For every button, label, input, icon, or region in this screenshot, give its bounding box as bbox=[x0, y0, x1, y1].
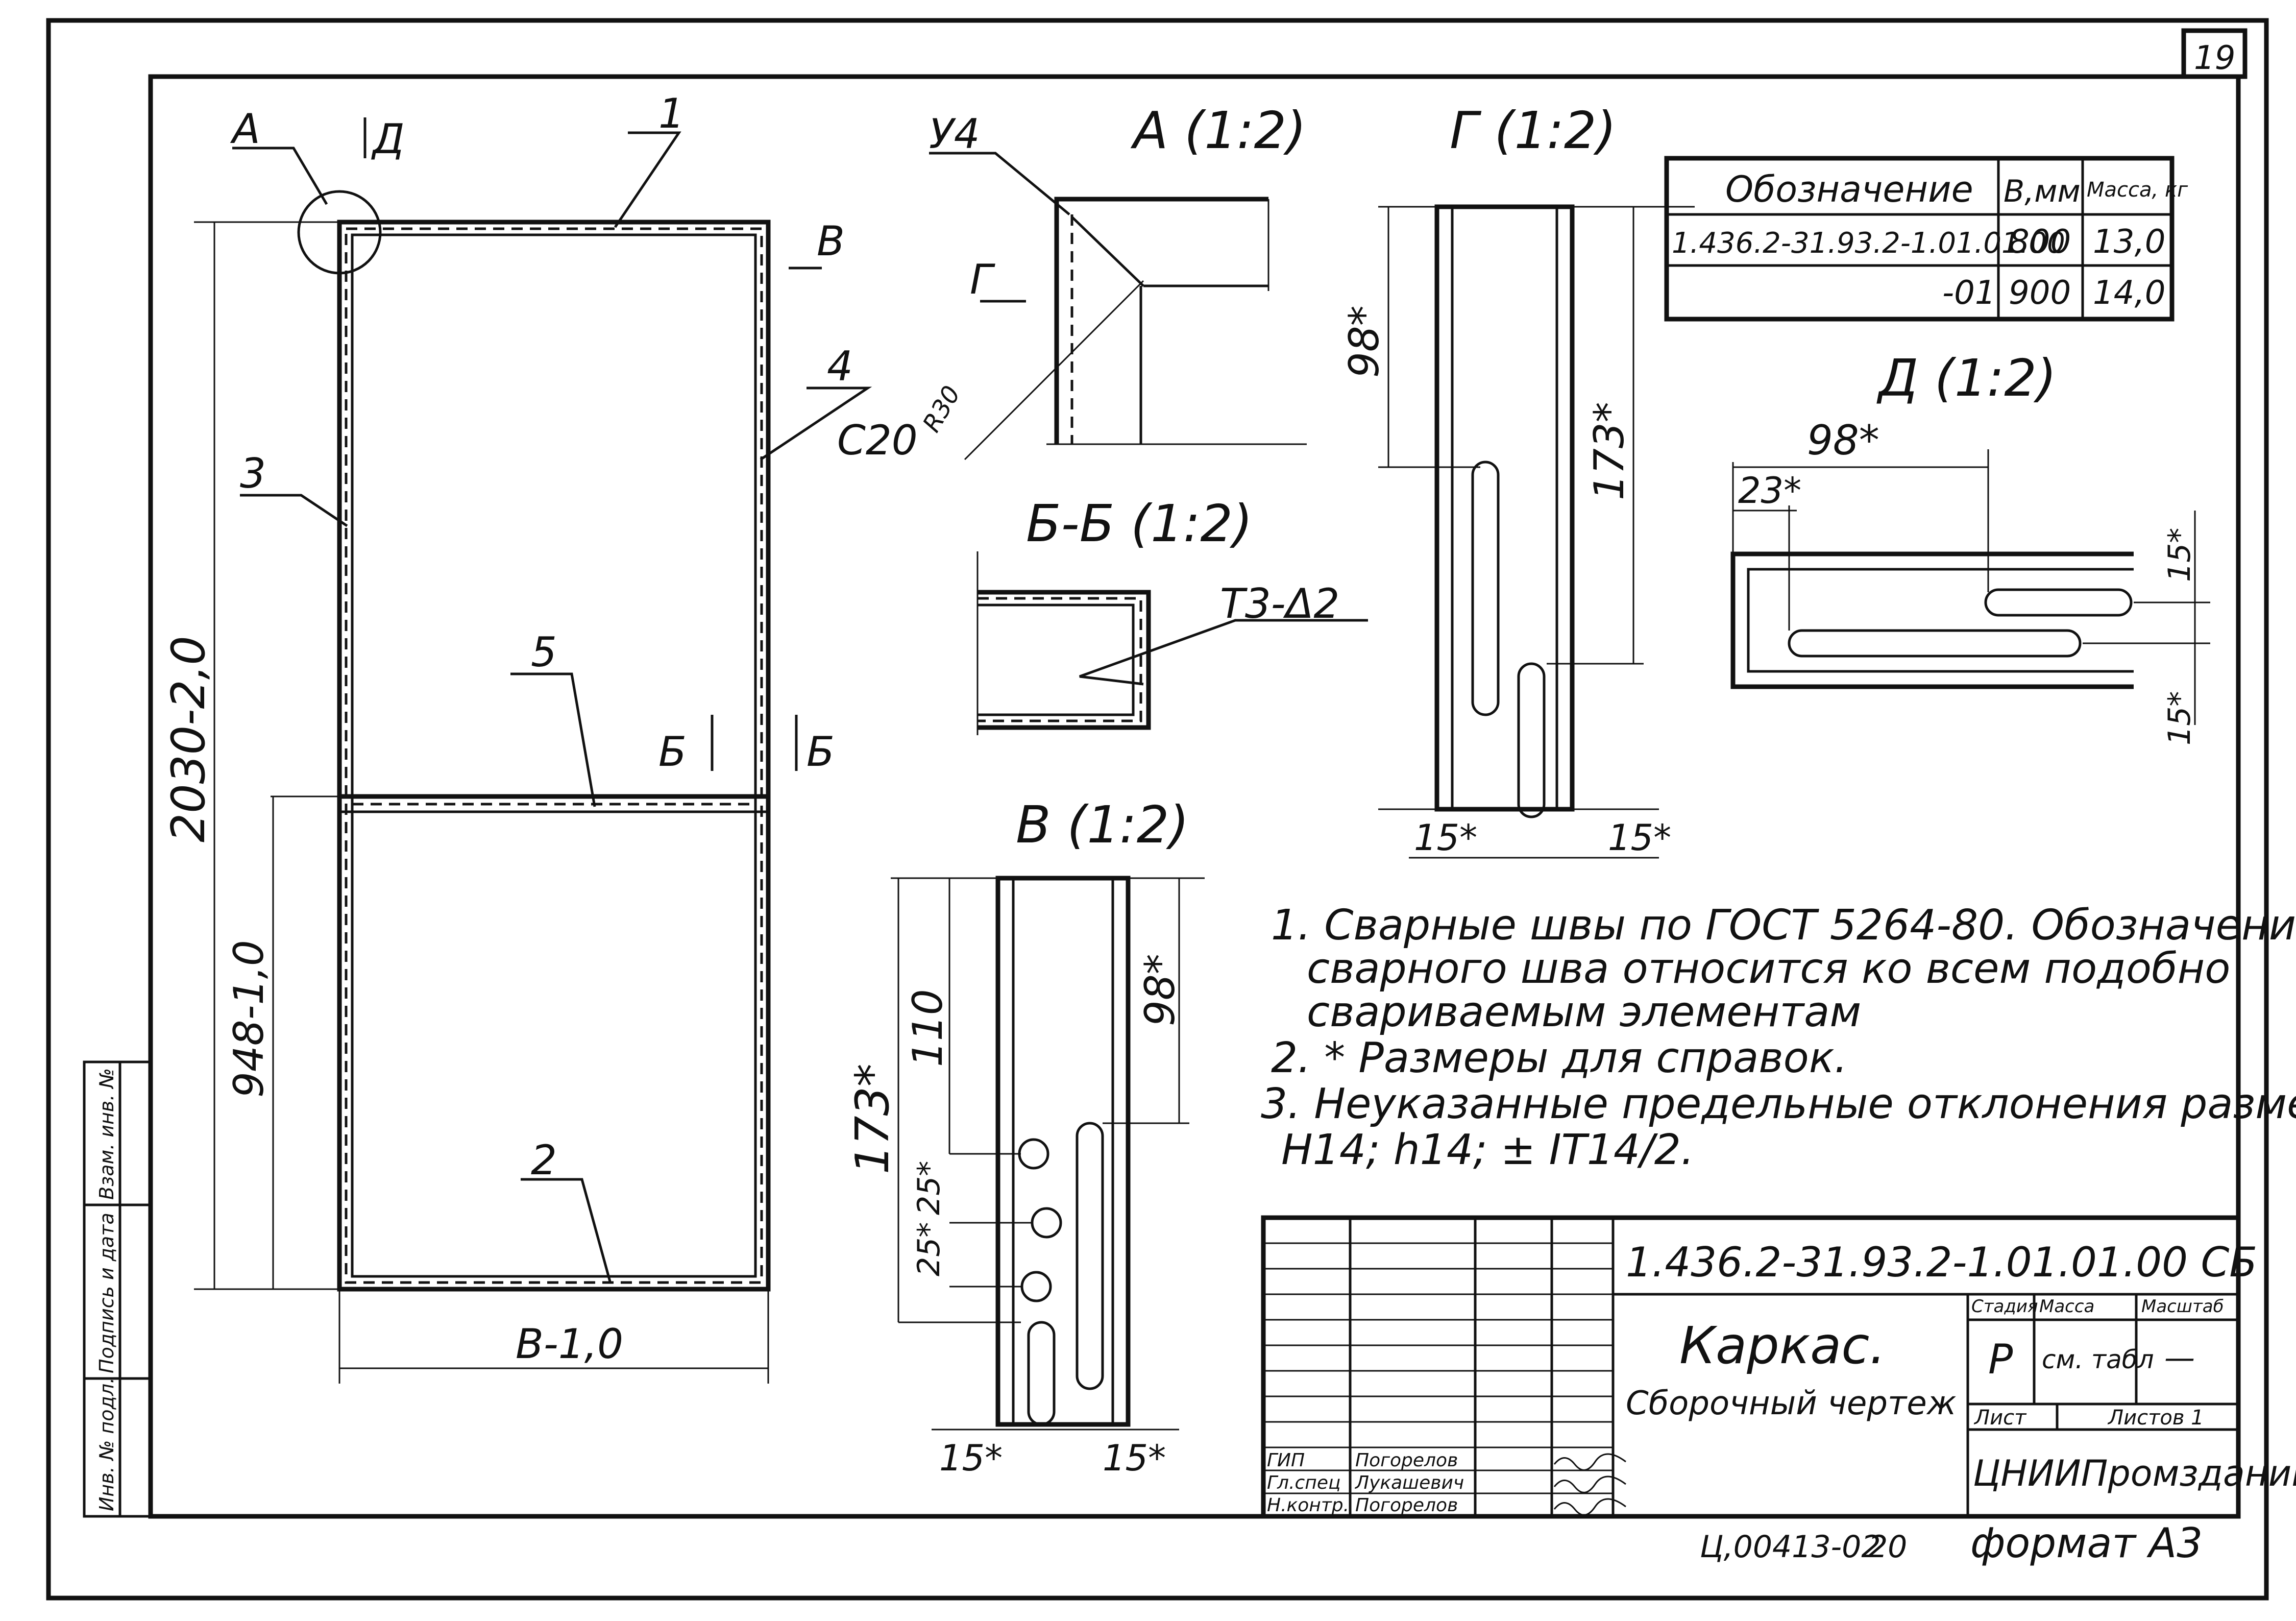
tb-name: Каркас. bbox=[1679, 1316, 1886, 1375]
dim-height: 2030-2,0 bbox=[162, 636, 215, 842]
view-a bbox=[929, 152, 1307, 461]
stamp-inv-label: Инв. № подл. bbox=[95, 1377, 118, 1511]
tb-mass: см. табл bbox=[2042, 1345, 2154, 1374]
leader-1: 1 bbox=[658, 90, 685, 137]
footer-number: 20 bbox=[1868, 1529, 1907, 1565]
tb-scale-label: Масштаб bbox=[2141, 1296, 2224, 1317]
view-v-dim-25a: 25* bbox=[911, 1222, 947, 1276]
tb-doc-type: Сборочный чертеж bbox=[1626, 1385, 1957, 1422]
page-number: 19 bbox=[2194, 39, 2235, 77]
view-v bbox=[891, 876, 1205, 1431]
weld-y4: У4 bbox=[929, 110, 980, 158]
view-d-dim-15-bottom: 15* bbox=[2162, 691, 2197, 745]
stamp-replace-label: Взам. инв. № bbox=[95, 1068, 118, 1200]
main-frame-view bbox=[194, 117, 872, 1384]
tb-name-3: Погорелов bbox=[1355, 1495, 1458, 1516]
dim-mid: 948-1,0 bbox=[225, 940, 273, 1098]
view-g bbox=[1378, 204, 1695, 859]
section-bb bbox=[976, 551, 1368, 735]
spec-row1-designation: 1.436.2-31.93.2-1.01.01.00 bbox=[1672, 227, 2065, 260]
view-d-title: Д (1:2) bbox=[1876, 348, 2057, 408]
callout-b-right: Б bbox=[807, 728, 835, 776]
leader-4: 4 bbox=[827, 343, 853, 390]
radius-r30: R30 bbox=[917, 381, 966, 437]
leader-5: 5 bbox=[531, 628, 557, 676]
left-stamp bbox=[83, 1060, 152, 1518]
view-g-dim-98: 98* bbox=[1340, 305, 1388, 378]
footer-format: формат А3 bbox=[1970, 1519, 2203, 1567]
tb-sheets-label: Листов 1 bbox=[2107, 1406, 2204, 1430]
tb-scale: — bbox=[2164, 1340, 2195, 1376]
callout-a: А bbox=[230, 105, 260, 153]
tb-org: ЦНИИПромзданий bbox=[1973, 1453, 2296, 1494]
tb-role-1: ГИП bbox=[1267, 1450, 1305, 1471]
sheet-frame bbox=[46, 18, 2269, 1601]
view-v-dim-98: 98* bbox=[1136, 954, 1184, 1026]
leader-3: 3 bbox=[240, 450, 266, 497]
note-line-5: 3. Неуказанные предельные отклонения раз… bbox=[1261, 1080, 2296, 1128]
leader-2: 2 bbox=[531, 1136, 557, 1184]
tb-sheet-label: Лист bbox=[1973, 1406, 2027, 1430]
section-bb-title: Б-Б (1:2) bbox=[1026, 494, 1253, 553]
spec-header-b: В,мм bbox=[2004, 174, 2081, 209]
note-line-4: 2. * Размеры для справок. bbox=[1271, 1034, 1847, 1082]
note-line-2: сварного шва относится ко всем подобно bbox=[1307, 945, 2230, 993]
view-v-dim-25b: 25* bbox=[911, 1161, 947, 1215]
view-d bbox=[1730, 449, 2210, 725]
tb-designation: 1.436.2-31.93.2-1.01.01.00 СБ bbox=[1626, 1239, 2257, 1286]
tb-name-1: Погорелов bbox=[1355, 1450, 1458, 1471]
spec-row2-mass: 14,0 bbox=[2093, 274, 2166, 312]
title-block bbox=[1261, 1215, 2241, 1519]
spec-row1-mass: 13,0 bbox=[2093, 223, 2166, 261]
view-v-dim-15-left: 15* bbox=[939, 1437, 1003, 1479]
weld-t3: Т3-Δ2 bbox=[1220, 580, 1339, 627]
view-v-dim-15-right: 15* bbox=[1103, 1437, 1166, 1479]
tb-role-2: Гл.спец bbox=[1267, 1472, 1341, 1493]
spec-row2-designation: -01 bbox=[1942, 274, 1996, 312]
view-g-dim-15-left: 15* bbox=[1414, 817, 1477, 859]
spec-row2-b: 900 bbox=[2009, 274, 2071, 312]
view-d-dim-98: 98* bbox=[1807, 417, 1879, 464]
view-g-dim-173: 173* bbox=[1585, 402, 1633, 500]
footer-code: Ц,00413-02 bbox=[1700, 1529, 1881, 1565]
view-a-title: А (1:2) bbox=[1130, 101, 1306, 160]
tb-role-3: Н.контр. bbox=[1267, 1495, 1349, 1516]
view-d-dim-23: 23* bbox=[1738, 470, 1801, 512]
callout-v: В bbox=[817, 217, 845, 265]
tb-stage-label: Стадия bbox=[1971, 1296, 2038, 1317]
view-v-dim-110: 110 bbox=[904, 989, 951, 1067]
callout-b-left: Б bbox=[658, 728, 687, 776]
weld-c20: С20 bbox=[837, 417, 918, 464]
note-line-6: H14; h14; ± IT14/2. bbox=[1281, 1126, 1694, 1174]
view-g-dim-15-right: 15* bbox=[1608, 817, 1671, 859]
tb-stage: Р bbox=[1988, 1336, 2013, 1383]
view-g-title: Г (1:2) bbox=[1450, 101, 1616, 160]
view-v-title: В (1:2) bbox=[1016, 795, 1189, 855]
view-v-dim-173: 173* bbox=[846, 1063, 899, 1174]
callout-d: Д bbox=[371, 115, 405, 163]
note-line-1: 1. Сварные швы по ГОСТ 5264-80. Обозначе… bbox=[1271, 901, 2296, 950]
arrow-g-label: Г bbox=[970, 256, 995, 303]
dim-width: В-1,0 bbox=[516, 1320, 623, 1368]
spec-row1-b: 800 bbox=[2009, 223, 2071, 261]
tb-mass-label: Масса bbox=[2039, 1296, 2094, 1317]
note-line-3: свариваемым элементам bbox=[1307, 988, 1861, 1036]
stamp-sign-label: Подпись и дата bbox=[95, 1213, 118, 1373]
spec-header-mass: Масса, кг bbox=[2087, 178, 2188, 202]
spec-table bbox=[1664, 156, 2175, 322]
tb-name-2: Лукашевич bbox=[1354, 1472, 1464, 1493]
view-d-dim-15-top: 15* bbox=[2162, 528, 2197, 582]
spec-header-designation: Обозначение bbox=[1725, 168, 1973, 210]
